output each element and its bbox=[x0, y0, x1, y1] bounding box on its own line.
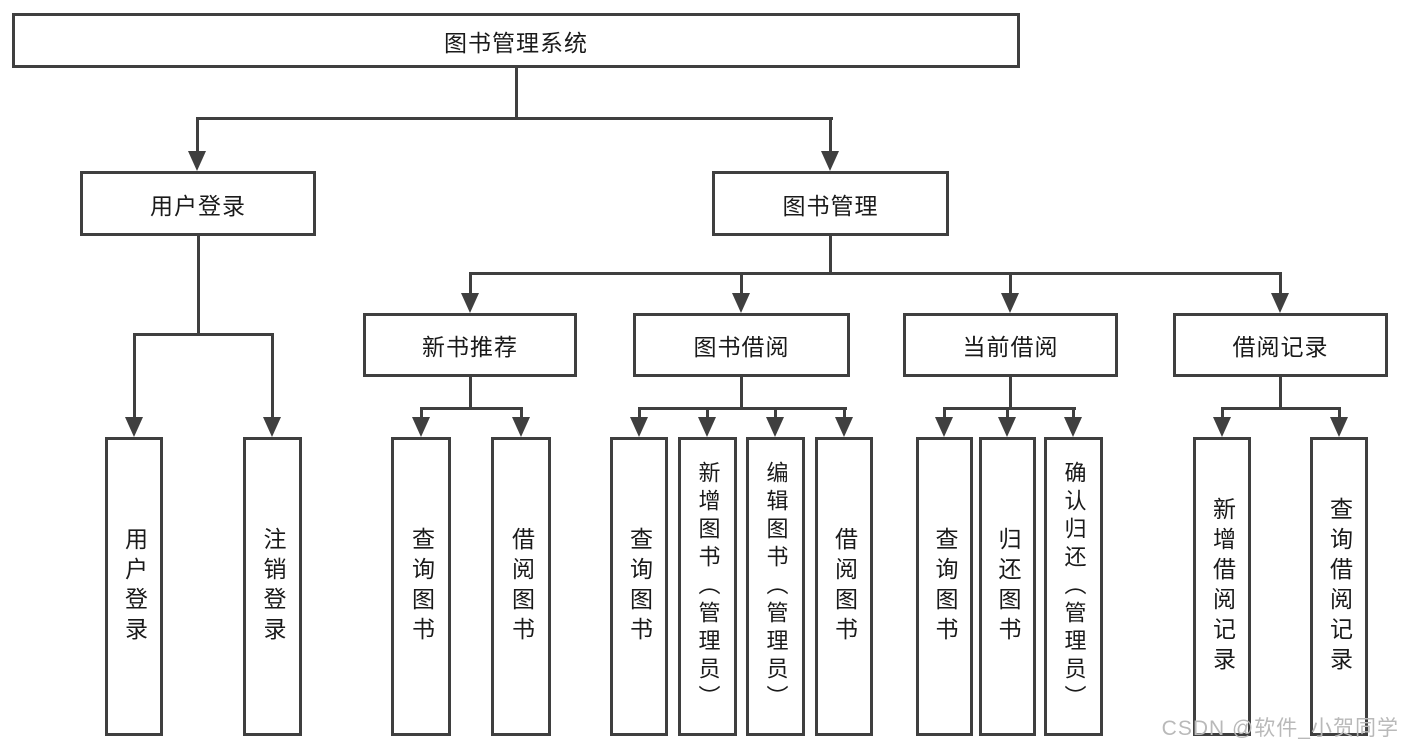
connector-line bbox=[1221, 407, 1224, 417]
node-book-borrow: 图书借阅 bbox=[633, 313, 850, 377]
leaf-user-login: 用户登录 bbox=[105, 437, 163, 736]
leaf-confirm-return-admin: 确认归还（管理员） bbox=[1044, 437, 1103, 736]
arrow-down-icon bbox=[1213, 417, 1231, 437]
connector-line bbox=[469, 272, 1282, 275]
arrow-down-icon bbox=[1271, 293, 1289, 313]
node-borrow-record: 借阅记录 bbox=[1173, 313, 1388, 377]
leaf-add-borrow-record: 新增借阅记录 bbox=[1193, 437, 1251, 736]
arrow-down-icon bbox=[732, 293, 750, 313]
connector-line bbox=[706, 407, 709, 417]
connector-line bbox=[196, 117, 833, 120]
connector-line bbox=[271, 333, 274, 417]
connector-line bbox=[843, 407, 846, 417]
leaf-add-book-admin: 新增图书（管理员） bbox=[678, 437, 737, 736]
connector-line bbox=[1072, 407, 1075, 417]
connector-line bbox=[196, 117, 199, 151]
arrow-down-icon bbox=[698, 417, 716, 437]
connector-line bbox=[740, 272, 743, 293]
arrow-down-icon bbox=[412, 417, 430, 437]
node-book-management: 图书管理 bbox=[712, 171, 949, 236]
connector-line bbox=[774, 407, 777, 417]
leaf-query-borrow-record: 查询借阅记录 bbox=[1310, 437, 1368, 736]
node-current-borrow: 当前借阅 bbox=[903, 313, 1118, 377]
connector-line bbox=[420, 407, 423, 417]
arrow-down-icon bbox=[766, 417, 784, 437]
leaf-logout: 注销登录 bbox=[243, 437, 302, 736]
node-library-management-system: 图书管理系统 bbox=[12, 13, 1020, 68]
arrow-down-icon bbox=[263, 417, 281, 437]
connector-line bbox=[1279, 377, 1282, 407]
arrow-down-icon bbox=[512, 417, 530, 437]
connector-line bbox=[1279, 272, 1282, 293]
connector-line bbox=[943, 407, 946, 417]
leaf-query-book-borrow: 查询图书 bbox=[610, 437, 668, 736]
connector-line bbox=[638, 407, 641, 417]
connector-line bbox=[1006, 407, 1009, 417]
connector-line bbox=[197, 236, 200, 333]
connector-line bbox=[469, 272, 472, 293]
arrow-down-icon bbox=[461, 293, 479, 313]
arrow-down-icon bbox=[188, 151, 206, 171]
connector-line bbox=[133, 333, 136, 417]
csdn-watermark: CSDN @软件_小贺同学 bbox=[1161, 717, 1399, 740]
arrow-down-icon bbox=[998, 417, 1016, 437]
connector-line bbox=[515, 68, 518, 118]
arrow-down-icon bbox=[835, 417, 853, 437]
connector-line bbox=[943, 407, 1076, 410]
node-user-login: 用户登录 bbox=[80, 171, 316, 236]
connector-line bbox=[1009, 377, 1012, 407]
connector-line bbox=[829, 236, 832, 272]
arrow-down-icon bbox=[1064, 417, 1082, 437]
leaf-return-book: 归还图书 bbox=[979, 437, 1036, 736]
leaf-borrow-book-recommend: 借阅图书 bbox=[491, 437, 551, 736]
arrow-down-icon bbox=[1001, 293, 1019, 313]
connector-line bbox=[1338, 407, 1341, 417]
connector-line bbox=[740, 377, 743, 407]
connector-line bbox=[133, 333, 274, 336]
connector-line bbox=[638, 407, 847, 410]
connector-line bbox=[829, 117, 832, 151]
leaf-query-book-recommend: 查询图书 bbox=[391, 437, 451, 736]
leaf-borrow-book: 借阅图书 bbox=[815, 437, 873, 736]
arrow-down-icon bbox=[821, 151, 839, 171]
connector-line bbox=[469, 377, 472, 407]
connector-line bbox=[520, 407, 523, 417]
arrow-down-icon bbox=[630, 417, 648, 437]
arrow-down-icon bbox=[125, 417, 143, 437]
arrow-down-icon bbox=[935, 417, 953, 437]
connector-line bbox=[1221, 407, 1341, 410]
leaf-edit-book-admin: 编辑图书（管理员） bbox=[746, 437, 805, 736]
node-new-book-recommend: 新书推荐 bbox=[363, 313, 577, 377]
arrow-down-icon bbox=[1330, 417, 1348, 437]
connector-line bbox=[1009, 272, 1012, 293]
leaf-query-book-current: 查询图书 bbox=[916, 437, 973, 736]
connector-line bbox=[420, 407, 523, 410]
